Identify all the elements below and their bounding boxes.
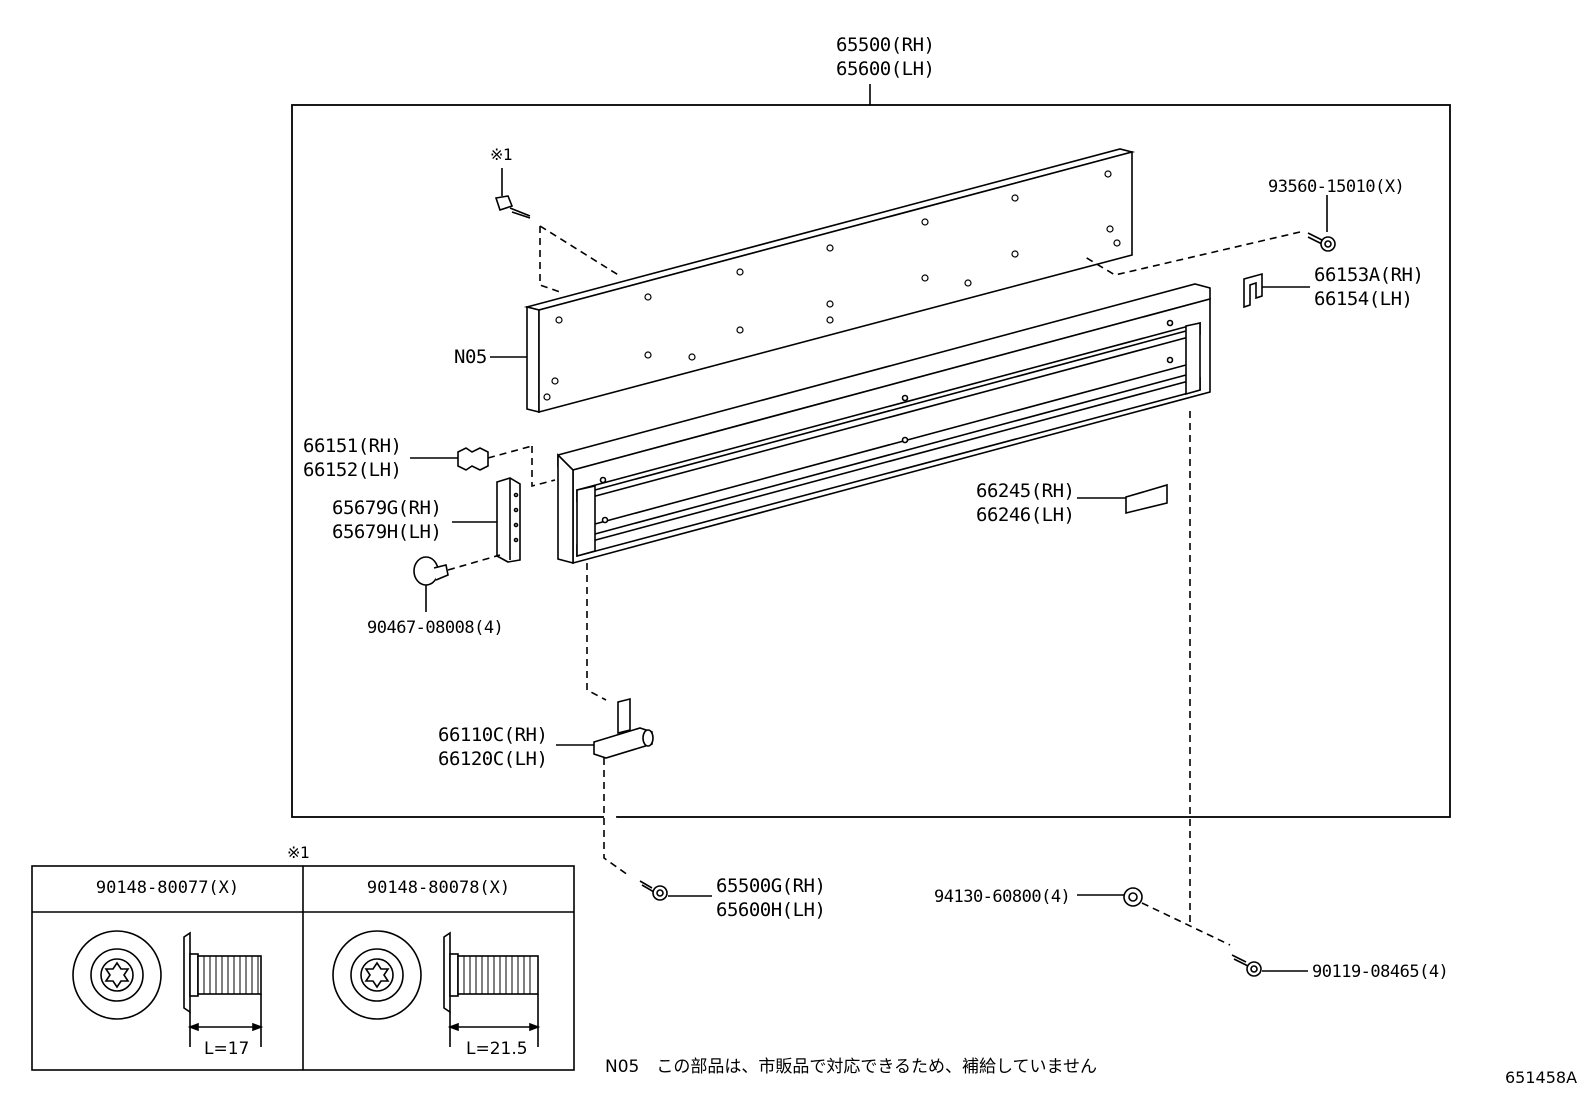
assembly-frame bbox=[291, 104, 1451, 818]
hinge-66110 bbox=[556, 563, 654, 876]
ref-table bbox=[31, 865, 575, 1071]
clip-90467 bbox=[413, 554, 501, 612]
footnote: N05 この部品は、市販品で対応できるため、補給していません bbox=[605, 1057, 1097, 1077]
part-65500g-label: 65500G(RH)65600H(LH) bbox=[716, 875, 826, 921]
bolt-65500g bbox=[639, 880, 712, 901]
ref-mark-label: ※1 bbox=[490, 145, 513, 164]
part-66153-label: 66153A(RH)66154(LH) bbox=[1314, 264, 1424, 310]
n05-board bbox=[523, 148, 1136, 414]
clip-66151 bbox=[410, 445, 556, 488]
part-90467-label: 90467-08008(4) bbox=[367, 618, 504, 638]
bolt-90119 bbox=[1231, 954, 1308, 977]
screw-ref1 bbox=[494, 168, 621, 293]
tailgate-frame bbox=[557, 283, 1211, 565]
n05-label: N05 bbox=[454, 346, 487, 368]
table-col2-part: 90148-80078(X) bbox=[366, 878, 511, 898]
bolt-93560 bbox=[1084, 195, 1336, 276]
table-col1-length: L=17 bbox=[204, 1039, 250, 1059]
part-65679-label: 65679G(RH)65679H(LH) bbox=[332, 497, 442, 543]
torx-bolt-21-5 bbox=[332, 930, 541, 1047]
part-93560-label: 93560-15010(X) bbox=[1268, 177, 1405, 197]
table-col2-length: L=21.5 bbox=[466, 1039, 528, 1059]
bracket-65679 bbox=[452, 477, 521, 563]
table-ref-mark: ※1 bbox=[287, 843, 310, 862]
part-66245-label: 66245(RH)66246(LH) bbox=[976, 480, 1075, 526]
assembly-label: 65500(RH)65600(LH) bbox=[836, 34, 935, 80]
clip-66153 bbox=[1243, 272, 1310, 309]
part-94130-label: 94130-60800(4) bbox=[934, 887, 1071, 907]
nut-94130 bbox=[1077, 411, 1231, 946]
diagram-id: 651458A bbox=[1505, 1068, 1578, 1087]
plate-66245 bbox=[1077, 483, 1168, 515]
part-66110-label: 66110C(RH)66120C(LH) bbox=[438, 724, 548, 770]
part-66151-label: 66151(RH)66152(LH) bbox=[303, 435, 402, 481]
part-90119-label: 90119-08465(4) bbox=[1312, 962, 1449, 982]
torx-bolt-17 bbox=[72, 930, 264, 1047]
table-col1-part: 90148-80077(X) bbox=[95, 878, 240, 898]
